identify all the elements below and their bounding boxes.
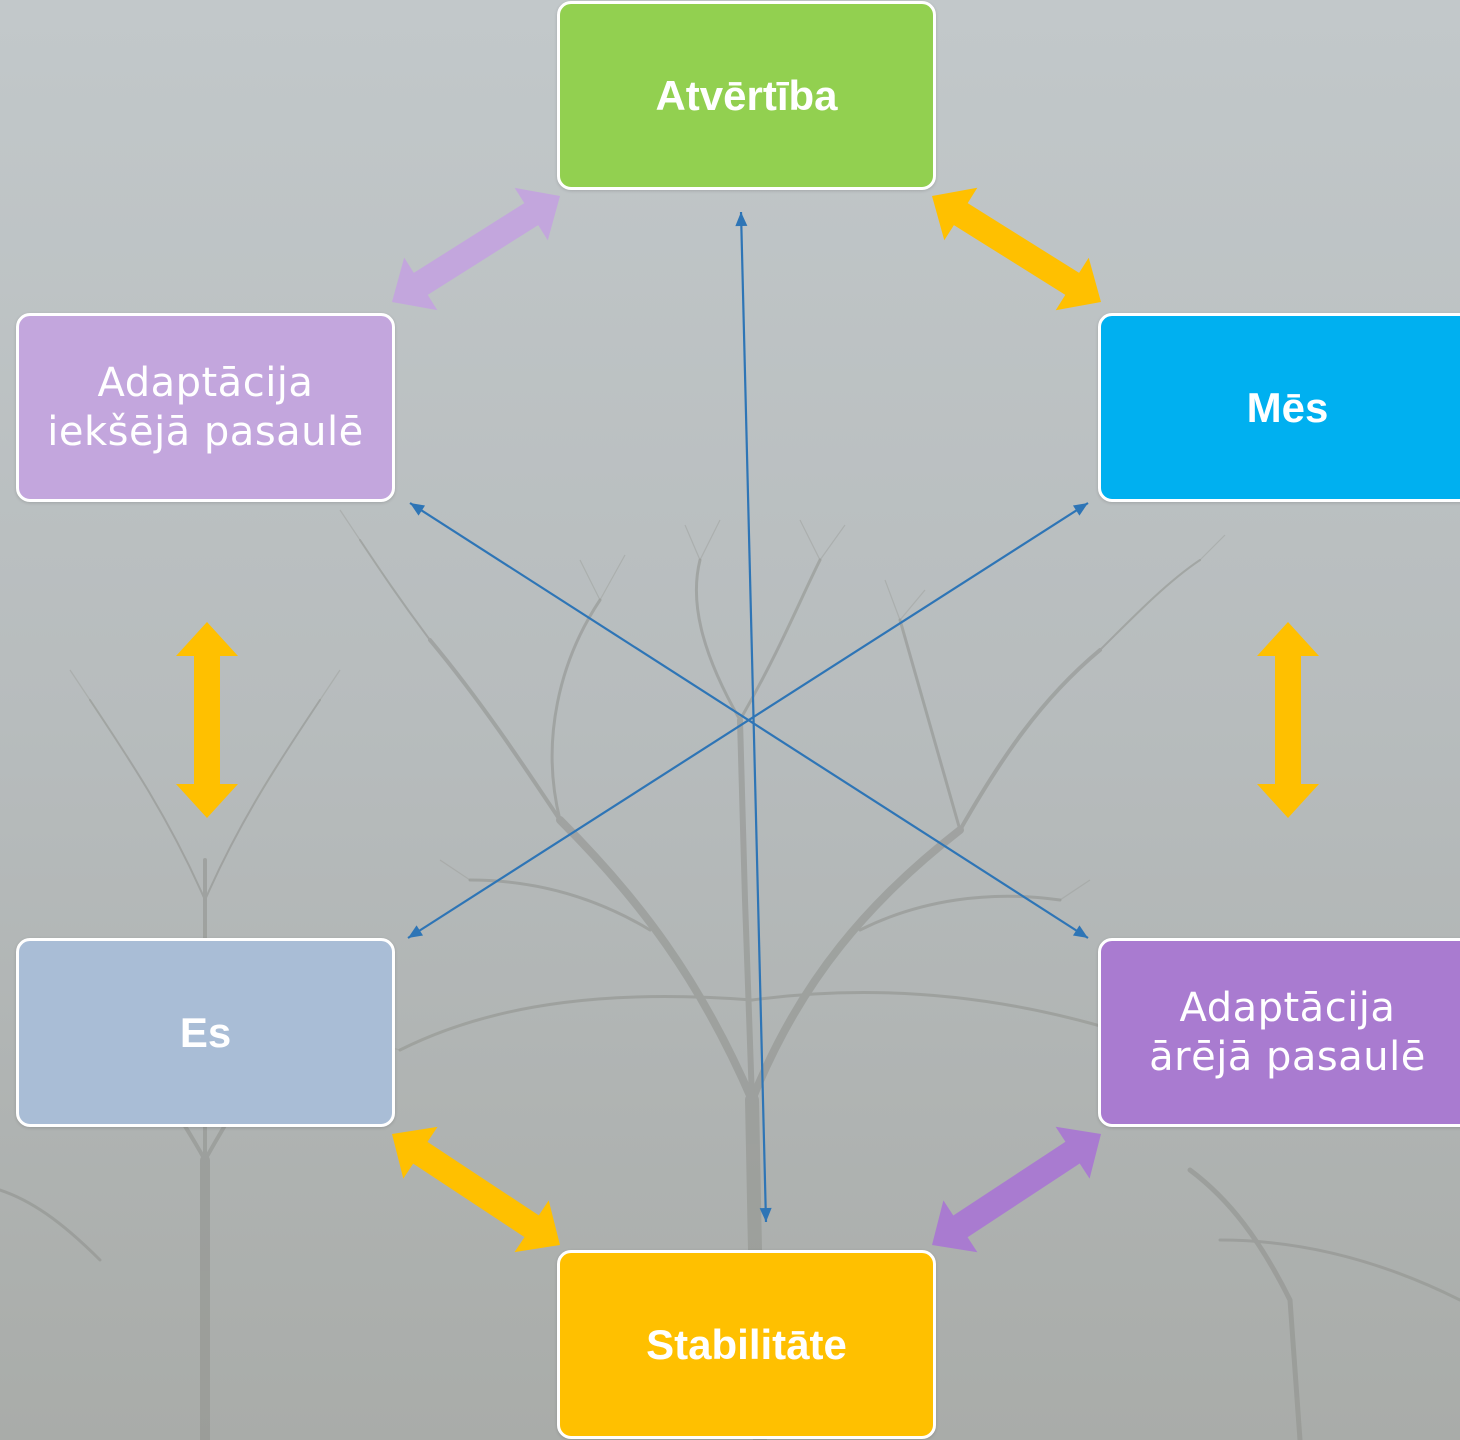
node-adaptacija-areja-line-2: ārējā pasaulē [1149,1033,1426,1080]
node-stabilitate-label: Stabilitāte [646,1320,847,1368]
node-mes-label: Mēs [1246,383,1329,431]
node-mes: Mēs [1098,313,1460,502]
node-es: Es [16,938,395,1127]
node-adaptacija-iekseja: Adaptācija iekšējā pasaulē [16,313,395,502]
node-adaptacija-areja-line-1: Adaptācija [1179,984,1396,1031]
node-adaptacija-iekseja-line-2: iekšējā pasaulē [47,408,364,455]
node-adaptacija-iekseja-line-1: Adaptācija [97,359,314,406]
node-atvertiba: Atvērtība [557,1,936,190]
node-es-label: Es [179,1008,232,1056]
node-stabilitate: Stabilitāte [557,1250,936,1439]
node-atvertiba-label: Atvērtība [655,71,838,119]
node-adaptacija-areja: Adaptācija ārējā pasaulē [1098,938,1460,1127]
